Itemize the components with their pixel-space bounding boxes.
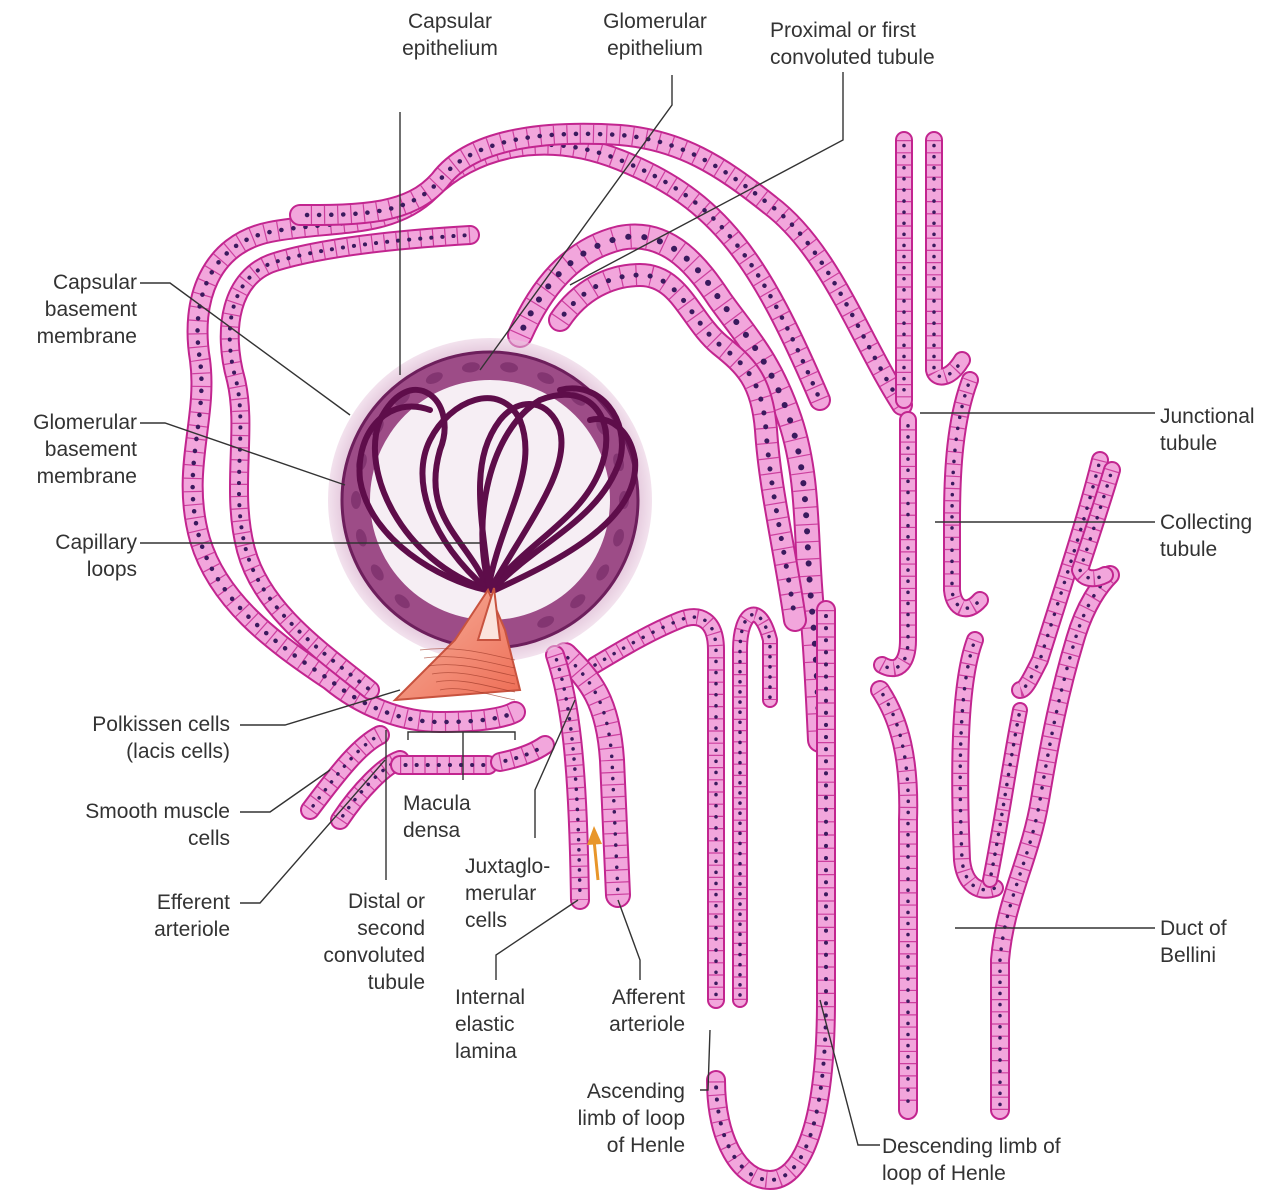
leader-macula-bracket <box>408 732 515 740</box>
leader-glomerular-epithelium <box>480 75 672 370</box>
duct-of-bellini-main <box>1000 575 1110 1110</box>
junctional-tubule-right <box>934 140 962 377</box>
duct-of-bellini-left <box>880 690 908 1110</box>
collecting-tubule <box>952 380 980 608</box>
leader-afferent-arteriole <box>618 900 640 980</box>
macula-densa-segment-2 <box>500 745 545 762</box>
leader-ascending-limb <box>700 1030 710 1090</box>
collecting-branch-b <box>990 710 1020 880</box>
label-polkissen-cells: Polkissen cells(lacis cells) <box>40 711 230 765</box>
collecting-tubule-mid <box>882 420 908 668</box>
ascending-limb-inner <box>740 615 770 1000</box>
